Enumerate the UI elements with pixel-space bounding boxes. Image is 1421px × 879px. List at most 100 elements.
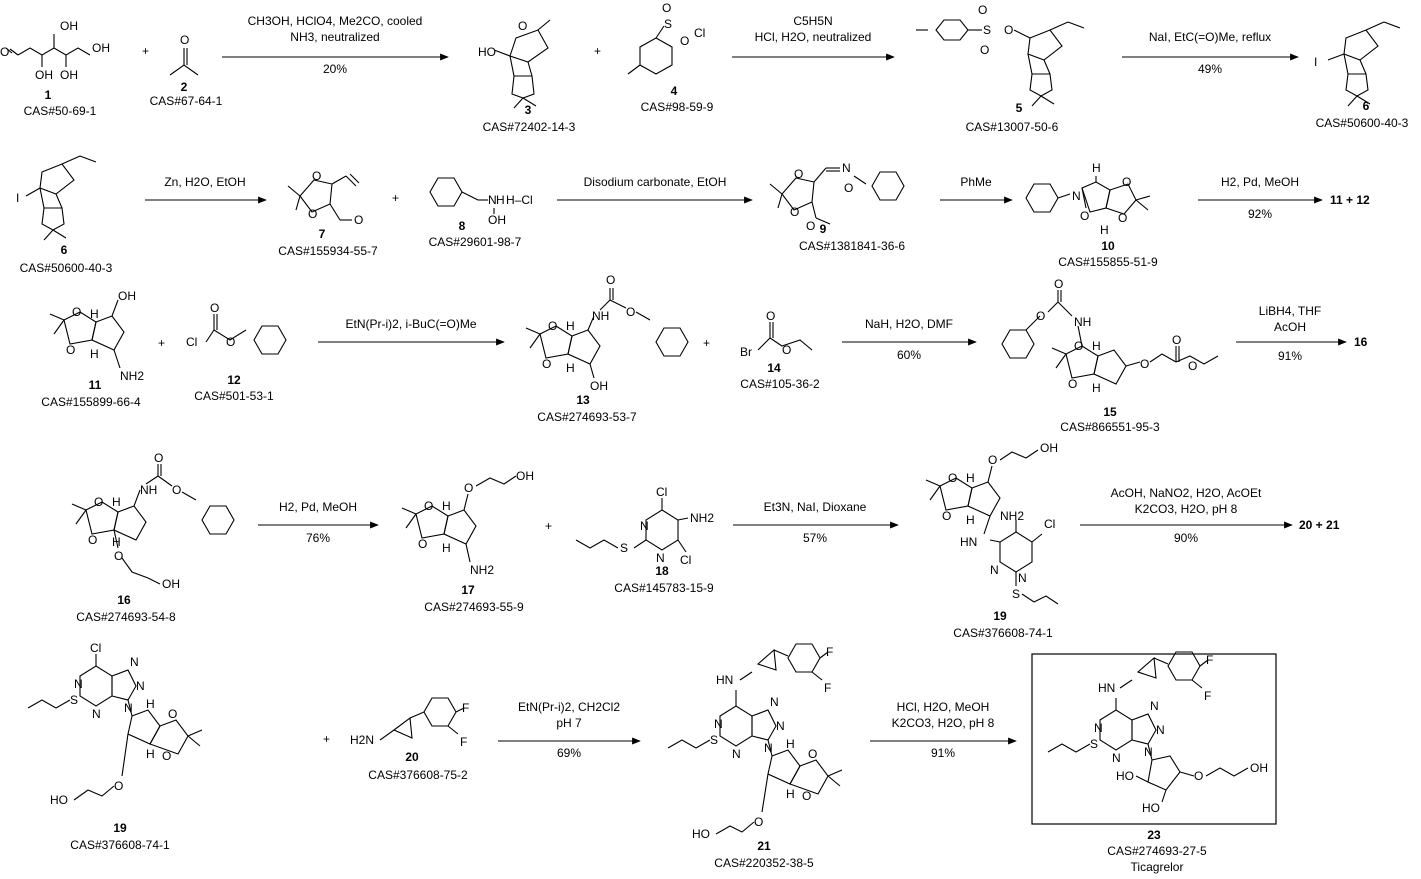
cas-label: CAS#67-64-1 bbox=[150, 94, 223, 108]
reaction-conditions: C5H5N bbox=[793, 14, 832, 28]
atom-label: OH bbox=[60, 19, 78, 33]
compound-number: 2 bbox=[181, 80, 188, 94]
compound-number: 19 bbox=[993, 609, 1007, 623]
atom-label: S bbox=[983, 23, 991, 37]
atom-label: O bbox=[1054, 277, 1063, 291]
atom-label: N bbox=[764, 741, 773, 755]
atom-label: N bbox=[1072, 189, 1081, 203]
atom-label: Cl bbox=[680, 553, 691, 567]
reaction-conditions: CH3OH, HClO4, Me2CO, cooled bbox=[248, 14, 423, 28]
reaction-conditions: EtN(Pr-i)2, CH2Cl2 bbox=[518, 700, 620, 714]
atom-label: HN bbox=[960, 535, 977, 549]
atom-label: OH bbox=[1250, 761, 1268, 775]
atom-label: O bbox=[180, 33, 189, 47]
compound-number: 14 bbox=[767, 361, 781, 375]
atom-label: O bbox=[680, 34, 689, 48]
atom-label: F bbox=[462, 701, 469, 715]
compound-15-structure: O O NH O O O O O H H bbox=[1001, 277, 1219, 395]
compound-9-structure: N O O O O bbox=[769, 161, 905, 233]
atom-label: N bbox=[732, 747, 741, 761]
atom-label: H bbox=[966, 513, 975, 527]
atom-label: O bbox=[114, 549, 123, 563]
atom-label: H bbox=[442, 499, 451, 513]
atom-label: O bbox=[1194, 769, 1203, 783]
reaction-yield: 60% bbox=[897, 348, 921, 362]
compound-number: 6 bbox=[61, 243, 68, 257]
cas-label: CAS#105-36-2 bbox=[740, 377, 820, 391]
atom-label: N bbox=[1144, 745, 1153, 759]
reaction-yield: 92% bbox=[1248, 207, 1272, 221]
atom-label: O bbox=[626, 305, 635, 319]
atom-label: N bbox=[74, 677, 83, 691]
compound-19-structure: O OH NH2 Cl HN N N S O O H H bbox=[925, 441, 1059, 605]
compound-number: 5 bbox=[1016, 101, 1023, 115]
atom-label: N bbox=[92, 707, 101, 721]
reaction-yield: 69% bbox=[557, 746, 581, 760]
atom-label: O bbox=[978, 3, 987, 17]
compound-number: 10 bbox=[1101, 239, 1115, 253]
atom-label: H2N bbox=[350, 733, 374, 747]
reaction-product: 16 bbox=[1354, 335, 1368, 349]
atom-label: OH bbox=[1040, 441, 1058, 455]
atom-label: H bbox=[90, 307, 99, 321]
atom-label: NH2 bbox=[470, 563, 494, 577]
compound-number: 12 bbox=[227, 373, 241, 387]
atom-label: O bbox=[168, 707, 177, 721]
atom-label: N bbox=[1018, 571, 1027, 585]
atom-label: H bbox=[786, 787, 795, 801]
reaction-conditions: AcOH bbox=[1274, 320, 1306, 334]
atom-label: O bbox=[308, 207, 317, 221]
atom-label: HO bbox=[478, 45, 496, 59]
compound-number: 8 bbox=[459, 219, 466, 233]
compound-5-structure: S O O O bbox=[916, 3, 1085, 107]
compound-number: 7 bbox=[319, 227, 326, 241]
cas-label: CAS#72402-14-3 bbox=[483, 120, 576, 134]
cas-label: CAS#220352-38-5 bbox=[714, 856, 814, 870]
compound-20-structure: Cl S N N N N N H H O O O HO bbox=[27, 641, 203, 807]
compound-12-structure: Cl O O bbox=[186, 301, 287, 355]
compound-10-structure: N O H H O O bbox=[1025, 161, 1151, 237]
reaction-conditions: Et3N, NaI, Dioxane bbox=[764, 500, 867, 514]
atom-label: H bbox=[112, 535, 121, 549]
atom-label: O bbox=[1140, 357, 1149, 371]
atom-label: O bbox=[210, 301, 219, 315]
cas-label: CAS#1381841-36-6 bbox=[799, 239, 905, 253]
compound-number: 20 bbox=[405, 750, 419, 764]
compound-11-structure: OH NH2 O O H H bbox=[49, 289, 144, 383]
atom-label: HO bbox=[50, 793, 68, 807]
atom-label: N bbox=[1094, 721, 1103, 735]
reaction-yield: 20% bbox=[323, 62, 347, 76]
atom-label: O bbox=[88, 533, 97, 547]
cas-label: CAS#274693-53-7 bbox=[537, 410, 637, 424]
compound-6-structure: I bbox=[1314, 21, 1401, 107]
atom-label: O bbox=[114, 779, 123, 793]
reaction-conditions: NH3, neutralized bbox=[290, 30, 379, 44]
atom-label: OH bbox=[488, 213, 506, 227]
atom-label: N bbox=[714, 717, 723, 731]
atom-label: O bbox=[980, 43, 989, 57]
cas-label: CAS#50600-40-3 bbox=[1316, 116, 1409, 130]
atom-label: N bbox=[640, 519, 649, 533]
compound-21-structure: H2N F F bbox=[350, 697, 469, 749]
cas-label: CAS#13007-50-6 bbox=[966, 120, 1059, 134]
atom-label: H bbox=[146, 747, 155, 761]
atom-label: Cl bbox=[1044, 517, 1055, 531]
atom-label: O bbox=[802, 789, 811, 803]
atom-label: H bbox=[442, 541, 451, 555]
atom-label: NH bbox=[140, 483, 157, 497]
atom-label: O bbox=[94, 495, 103, 509]
compound-number: 15 bbox=[1103, 405, 1117, 419]
compound-6-structure: I bbox=[16, 155, 97, 241]
reaction-conditions: EtN(Pr-i)2, i-BuC(=O)Me bbox=[345, 317, 476, 331]
atom-label: S bbox=[710, 733, 718, 747]
atom-label: O bbox=[754, 815, 763, 829]
reaction-conditions: HCl, H2O, neutralized bbox=[755, 30, 872, 44]
atom-label: Cl bbox=[656, 485, 667, 499]
plus-sign: + bbox=[158, 336, 165, 350]
cas-label: CAS#155855-51-9 bbox=[1058, 255, 1158, 269]
atom-label: O bbox=[0, 45, 9, 59]
atom-label: N bbox=[770, 695, 779, 709]
atom-label: OH bbox=[162, 577, 180, 591]
atom-label: O bbox=[662, 1, 671, 15]
